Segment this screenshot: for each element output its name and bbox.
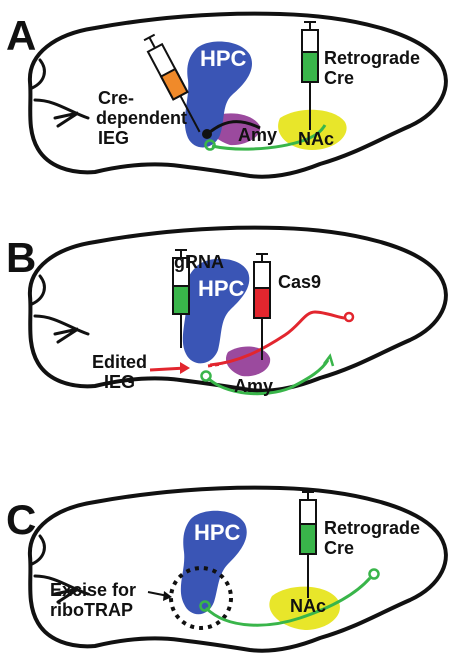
green-terminal (368, 568, 380, 580)
panel-a: A HPC Amy NAc Cre- dependent IEG Retrogr… (6, 11, 448, 179)
green-neuron (199, 600, 211, 612)
grna-label: gRNA (174, 252, 224, 272)
syringe-right-label: Retrograde (324, 48, 420, 68)
excise-circle (169, 566, 233, 630)
edited-arrowhead (180, 362, 190, 374)
hpc-region (180, 510, 247, 615)
syringe-right-label: Cre (324, 68, 354, 88)
cas9-label: Cas9 (278, 272, 321, 292)
syringe-right-label: Retrograde (324, 518, 420, 538)
brain-outline (27, 485, 448, 653)
green-axon (206, 359, 330, 396)
nac-region (269, 586, 340, 630)
hpc-region (182, 258, 250, 364)
syringe-left-label: dependent (96, 108, 187, 128)
sulcus (53, 111, 79, 128)
green-axon (204, 577, 372, 627)
syringe-left (143, 33, 201, 133)
green-axon (211, 124, 327, 151)
green-terminal (323, 353, 335, 367)
syringe-right (299, 491, 317, 598)
panel-b: B HPC Amy gRNA Cas9 Edited IEG (6, 225, 448, 396)
black-neuron (202, 129, 212, 139)
excise-label: riboTRAP (50, 600, 133, 620)
sulcus (33, 574, 90, 596)
red-axon (209, 310, 346, 367)
panel-c: C HPC NAc Retrograde Cre Excise for ribo… (6, 485, 448, 653)
syringe-right (301, 21, 319, 130)
nac-region (278, 109, 347, 150)
panel-letter: B (6, 234, 36, 281)
hpc-region (184, 41, 253, 148)
panel-letter: C (6, 496, 36, 543)
syringe-grna (172, 249, 190, 348)
syringe-cas9 (253, 253, 271, 360)
hpc-label: HPC (198, 276, 245, 301)
red-dashed (207, 362, 223, 368)
syringe-left-label: IEG (98, 128, 129, 148)
hpc-label: HPC (194, 520, 241, 545)
green-neuron (200, 370, 212, 382)
panel-letter: A (6, 12, 36, 59)
excise-label: Excise for (50, 580, 136, 600)
syringe-left-label: Cre- (98, 88, 134, 108)
syringe-right-label: Cre (324, 538, 354, 558)
sulcus (53, 327, 79, 344)
nac-label: NAc (298, 129, 334, 149)
amy-region (225, 346, 271, 377)
edited-ieg-label: Edited (92, 352, 147, 372)
hpc-label: HPC (200, 46, 247, 71)
sulcus (33, 98, 90, 120)
excise-arrowhead (163, 591, 172, 601)
black-axon (209, 120, 261, 134)
brain-outline (27, 11, 448, 179)
sulcus (53, 587, 79, 604)
green-neuron (204, 139, 216, 151)
sulcus (30, 534, 46, 566)
sulcus (30, 274, 46, 306)
edited-ieg-label: IEG (104, 372, 135, 392)
amy-label: Amy (238, 125, 277, 145)
red-terminal (343, 311, 355, 323)
nac-label: NAc (290, 596, 326, 616)
sulcus (30, 58, 46, 90)
amy-label: Amy (234, 376, 273, 396)
sulcus (33, 314, 90, 336)
